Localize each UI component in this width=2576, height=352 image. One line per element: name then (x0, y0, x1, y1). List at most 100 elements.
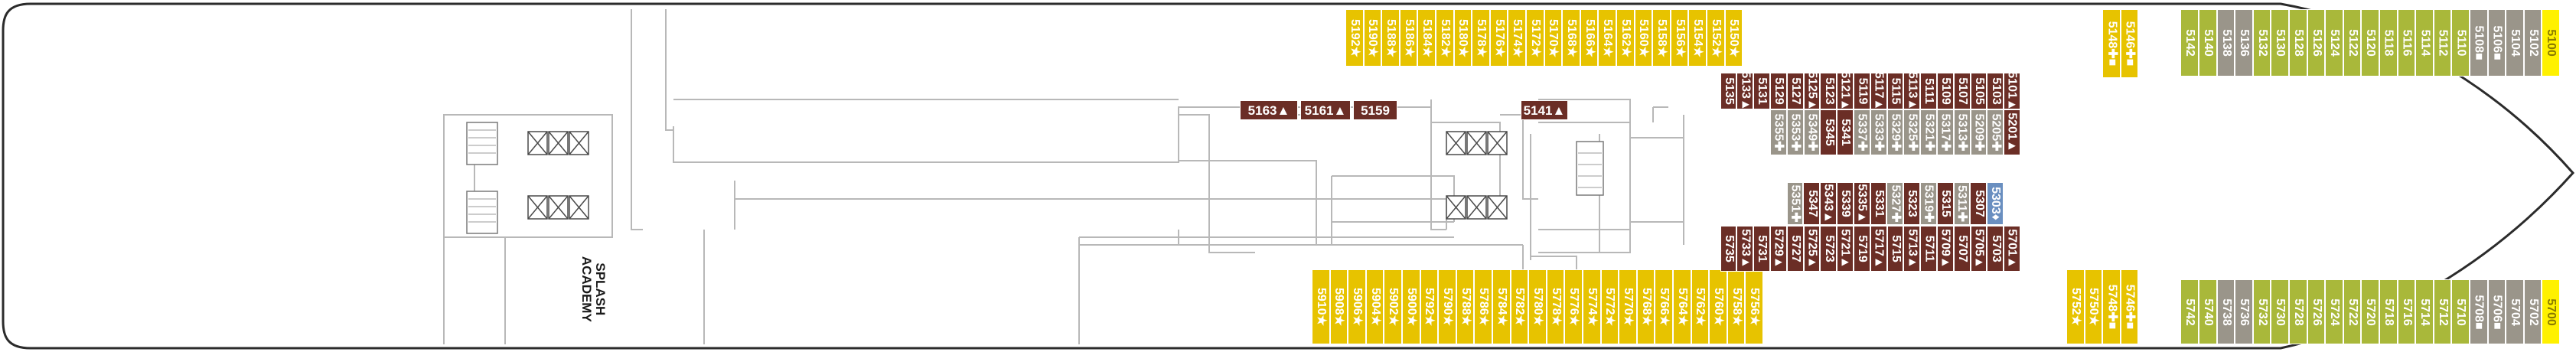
cabin-5349[interactable]: 5349✚ (1803, 109, 1821, 155)
cabin-5323[interactable]: 5323 (1903, 182, 1920, 225)
cabin-5124[interactable]: 5124 (2325, 9, 2343, 77)
cabin-5738[interactable]: 5738 (2216, 279, 2235, 344)
cabin-5723[interactable]: 5723 (1820, 226, 1837, 272)
cabin-5178[interactable]: 5178★ (1472, 9, 1490, 67)
cabin-5727[interactable]: 5727 (1786, 226, 1804, 272)
cabin-5715[interactable]: 5715 (1886, 226, 1904, 272)
cabin-5131[interactable]: 5131 (1753, 73, 1770, 109)
cabin-5353[interactable]: 5353✚ (1786, 109, 1804, 155)
cabin-5129[interactable]: 5129 (1770, 73, 1787, 109)
cabin-5112[interactable]: 5112 (2433, 9, 2452, 77)
cabin-5752[interactable]: 5752★ (2066, 269, 2085, 344)
cabin-5706[interactable]: 5706■ (2487, 279, 2506, 344)
cabin-5746[interactable]: 5746✚■ (2120, 269, 2139, 344)
cabin-5730[interactable]: 5730 (2271, 279, 2289, 344)
cabin-5102[interactable]: 5102 (2523, 9, 2542, 77)
cabin-5172[interactable]: 5172★ (1526, 9, 1544, 67)
cabin-5104[interactable]: 5104 (2506, 9, 2524, 77)
cabin-5146[interactable]: 5146✚■ (2120, 9, 2139, 78)
cabin-5182[interactable]: 5182★ (1436, 9, 1454, 67)
cabin-5133[interactable]: 5133▲ (1736, 73, 1754, 109)
cabin-5103[interactable]: 5103 (1987, 73, 2004, 109)
cabin-5170[interactable]: 5170★ (1544, 9, 1563, 67)
cabin-5164[interactable]: 5164★ (1598, 9, 1616, 67)
cabin-5113[interactable]: 5113▲ (1903, 73, 1921, 109)
cabin-5162[interactable]: 5162★ (1616, 9, 1635, 67)
cabin-5770[interactable]: 5770★ (1619, 269, 1637, 344)
cabin-5150[interactable]: 5150★ (1724, 9, 1743, 67)
cabin-5159[interactable]: 5159 (1353, 100, 1397, 120)
cabin-5721[interactable]: 5721▲ (1837, 226, 1854, 272)
cabin-5123[interactable]: 5123 (1820, 73, 1837, 109)
cabin-5335[interactable]: 5335▲ (1853, 182, 1870, 225)
cabin-5339[interactable]: 5339 (1837, 182, 1854, 225)
cabin-5141[interactable]: 5141▲ (1521, 100, 1568, 120)
cabin-5355[interactable]: 5355✚ (1770, 109, 1787, 155)
cabin-5776[interactable]: 5776★ (1564, 269, 1583, 344)
cabin-5728[interactable]: 5728 (2289, 279, 2307, 344)
cabin-5135[interactable]: 5135 (1720, 73, 1737, 109)
cabin-5778[interactable]: 5778★ (1546, 269, 1565, 344)
cabin-5307[interactable]: 5307 (1970, 182, 1987, 225)
cabin-5729[interactable]: 5729▲ (1770, 226, 1787, 272)
cabin-5329[interactable]: 5329✚ (1886, 109, 1904, 155)
cabin-5910[interactable]: 5910★ (1312, 269, 1330, 344)
cabin-5209[interactable]: 5209✚ (1970, 109, 1987, 155)
cabin-5731[interactable]: 5731 (1753, 226, 1770, 272)
cabin-5900[interactable]: 5900★ (1402, 269, 1420, 344)
cabin-5331[interactable]: 5331 (1870, 182, 1887, 225)
cabin-5160[interactable]: 5160★ (1634, 9, 1653, 67)
cabin-5719[interactable]: 5719 (1854, 226, 1870, 272)
cabin-5118[interactable]: 5118 (2379, 9, 2398, 77)
cabin-5712[interactable]: 5712 (2433, 279, 2452, 344)
cabin-5742[interactable]: 5742 (2180, 279, 2199, 344)
cabin-5347[interactable]: 5347 (1803, 182, 1821, 225)
cabin-5766[interactable]: 5766★ (1655, 269, 1673, 344)
cabin-5700[interactable]: 5700 (2542, 279, 2560, 344)
cabin-5908[interactable]: 5908★ (1329, 269, 1348, 344)
cabin-5315[interactable]: 5315 (1936, 182, 1954, 225)
cabin-5786[interactable]: 5786★ (1474, 269, 1492, 344)
cabin-5782[interactable]: 5782★ (1510, 269, 1529, 344)
cabin-5192[interactable]: 5192★ (1345, 9, 1364, 67)
cabin-5327[interactable]: 5327✚ (1886, 182, 1904, 225)
cabin-5711[interactable]: 5711 (1920, 226, 1937, 272)
cabin-5736[interactable]: 5736 (2235, 279, 2253, 344)
cabin-5702[interactable]: 5702 (2523, 279, 2542, 344)
cabin-5768[interactable]: 5768★ (1636, 269, 1655, 344)
cabin-5904[interactable]: 5904★ (1365, 269, 1384, 344)
cabin-5116[interactable]: 5116 (2397, 9, 2416, 77)
cabin-5341[interactable]: 5341 (1837, 109, 1854, 155)
cabin-5128[interactable]: 5128 (2289, 9, 2307, 77)
cabin-5108[interactable]: 5108■ (2470, 9, 2488, 77)
cabin-5111[interactable]: 5111 (1920, 73, 1937, 109)
cabin-5161[interactable]: 5161▲ (1300, 100, 1351, 120)
cabin-5154[interactable]: 5154★ (1688, 9, 1707, 67)
cabin-5127[interactable]: 5127 (1786, 73, 1804, 109)
cabin-5163[interactable]: 5163▲ (1240, 100, 1298, 120)
cabin-5713[interactable]: 5713▲ (1903, 226, 1921, 272)
cabin-5119[interactable]: 5119 (1854, 73, 1870, 109)
cabin-5201[interactable]: 5201▲ (2004, 109, 2020, 155)
cabin-5311[interactable]: 5311✚ (1953, 182, 1971, 225)
cabin-5303[interactable]: 5303♦ (1987, 182, 2004, 225)
cabin-5732[interactable]: 5732 (2252, 279, 2271, 344)
cabin-5158[interactable]: 5158★ (1652, 9, 1671, 67)
cabin-5117[interactable]: 5117▲ (1870, 73, 1887, 109)
cabin-5758[interactable]: 5758★ (1727, 269, 1746, 344)
cabin-5188[interactable]: 5188★ (1381, 9, 1400, 67)
cabin-5319[interactable]: 5319✚ (1920, 182, 1937, 225)
cabin-5716[interactable]: 5716 (2397, 279, 2416, 344)
cabin-5106[interactable]: 5106■ (2487, 9, 2506, 77)
cabin-5762[interactable]: 5762★ (1691, 269, 1710, 344)
cabin-5107[interactable]: 5107 (1953, 73, 1971, 109)
cabin-5190[interactable]: 5190★ (1363, 9, 1382, 67)
cabin-5121[interactable]: 5121▲ (1837, 73, 1854, 109)
cabin-5148[interactable]: 5148✚■ (2102, 9, 2121, 78)
cabin-5750[interactable]: 5750★ (2084, 269, 2103, 344)
cabin-5717[interactable]: 5717▲ (1870, 226, 1887, 272)
cabin-5313[interactable]: 5313✚ (1953, 109, 1971, 155)
cabin-5100[interactable]: 5100 (2542, 9, 2560, 77)
cabin-5718[interactable]: 5718 (2379, 279, 2398, 344)
cabin-5725[interactable]: 5725▲ (1803, 226, 1821, 272)
